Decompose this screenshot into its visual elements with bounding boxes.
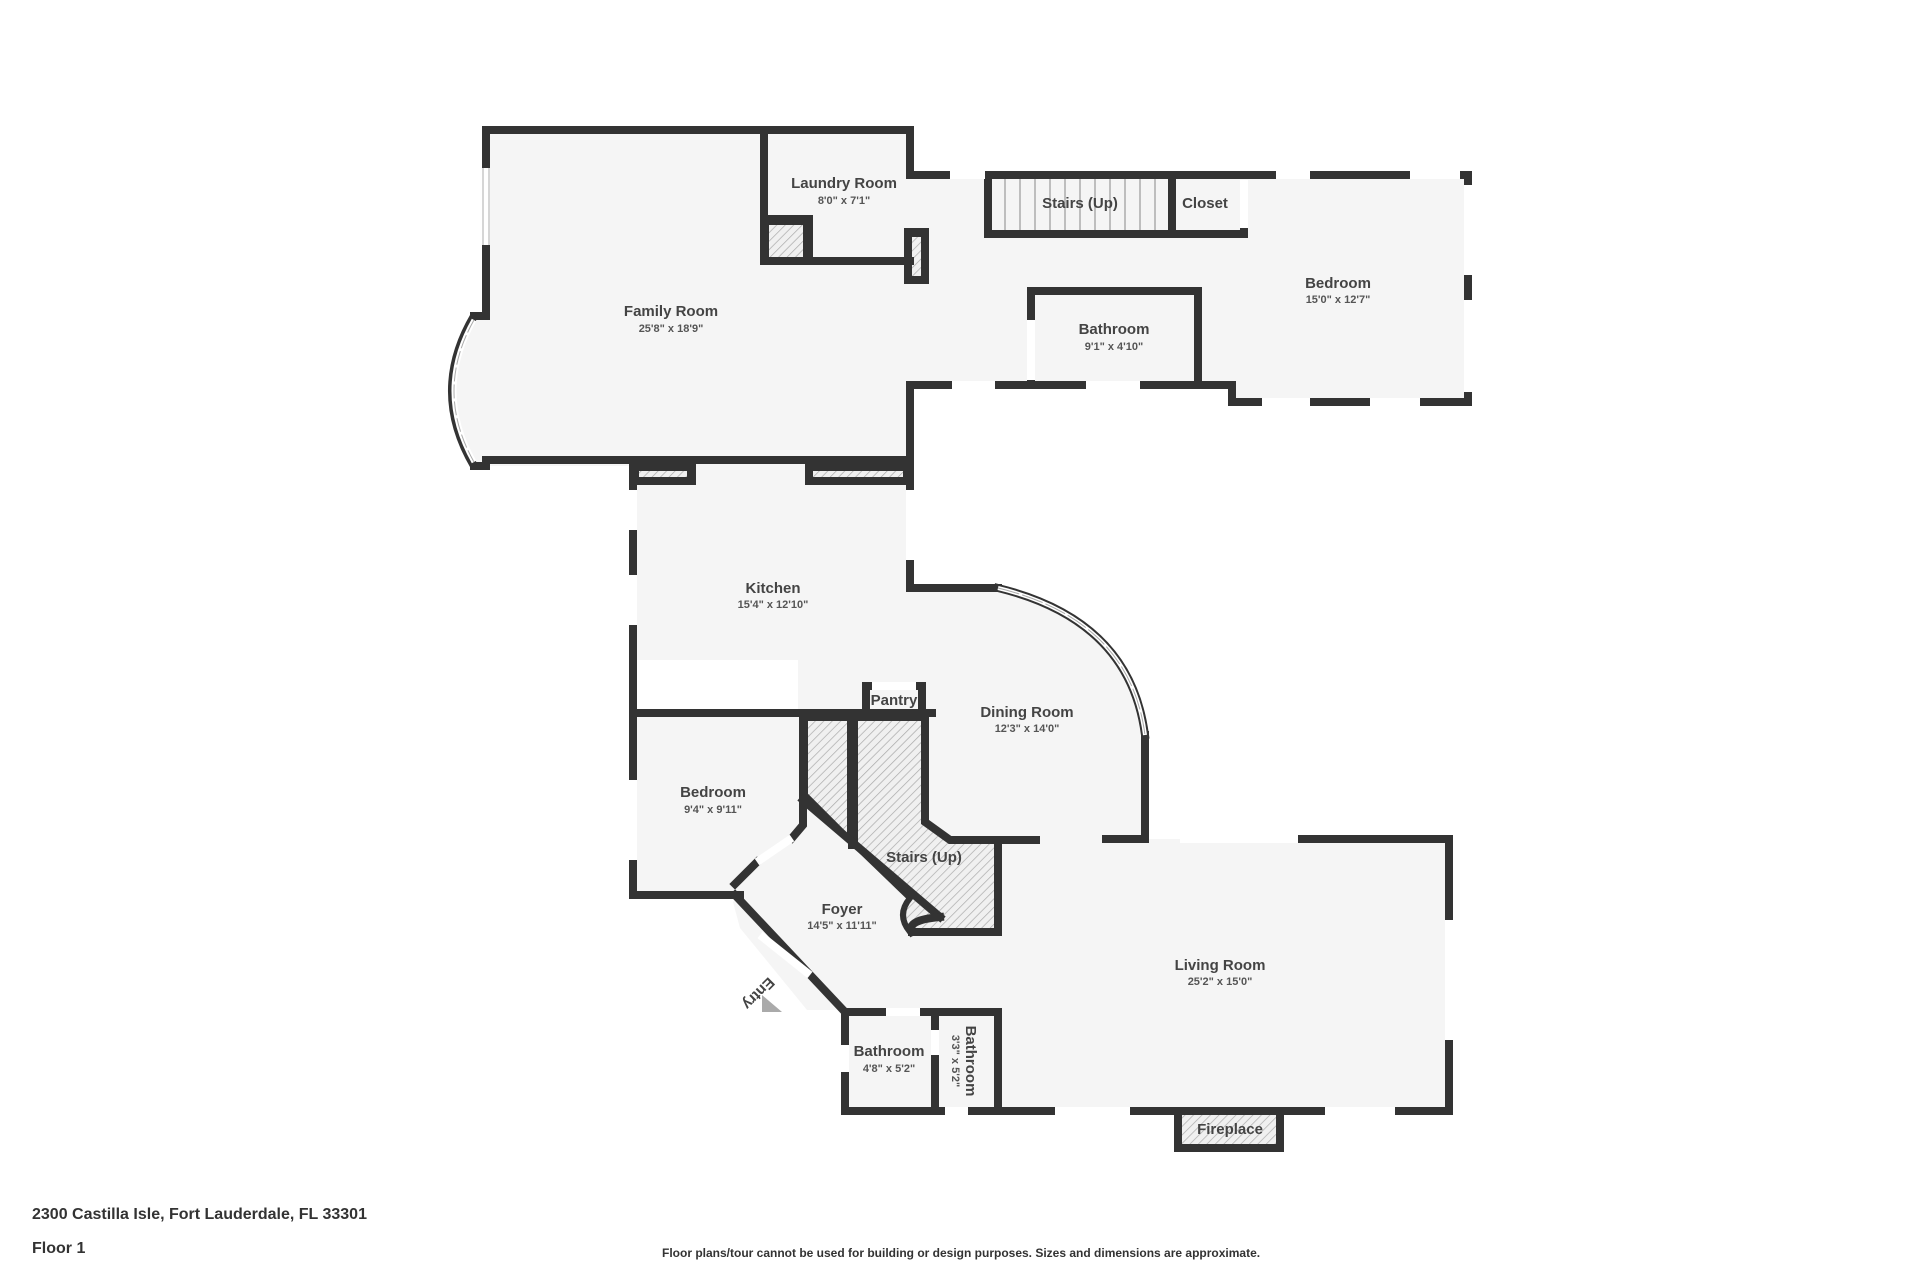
top-stairs: [990, 178, 1170, 233]
property-address: 2300 Castilla Isle, Fort Lauderdale, FL …: [32, 1206, 367, 1223]
windows: [448, 168, 1472, 1115]
foyer-dims: 14'5" x 11'11": [807, 920, 877, 932]
bedroom-east-name: Bedroom: [1305, 275, 1371, 292]
bathroom-small-a-dims: 4'8" x 5'2": [863, 1063, 915, 1075]
bathroom-upper-name: Bathroom: [1079, 321, 1150, 338]
floor-fills: [452, 130, 1468, 1151]
foyer-name: Foyer: [822, 901, 863, 918]
bedroom-west-dims: 9'4" x 9'11": [684, 804, 742, 816]
living-room-dims: 25'2" x 15'0": [1188, 976, 1253, 988]
bathroom-small-b-dims: 3'3" x 5'2": [949, 1035, 961, 1087]
kitchen-column-hatch-left: [633, 465, 693, 483]
fireplace-name: Fireplace: [1197, 1121, 1263, 1138]
pantry-name: Pantry: [871, 692, 918, 709]
laundry-room-name: Laundry Room: [791, 175, 897, 192]
laundry-column-hatch: [906, 231, 927, 282]
room-labels: Family Room 25'8" x 18'9" Laundry Room 8…: [624, 175, 1371, 1138]
bedroom-west-name: Bedroom: [680, 784, 746, 801]
bathroom-small-a-name: Bathroom: [854, 1043, 925, 1060]
closet-name: Closet: [1182, 195, 1228, 212]
top-stairs-name: Stairs (Up): [1042, 195, 1118, 212]
entry-arrow-icon: [762, 995, 782, 1012]
kitchen-dims: 15'4" x 12'10": [738, 599, 809, 611]
laundry-hatch: [763, 219, 809, 263]
living-room-name: Living Room: [1175, 957, 1266, 974]
foyer-stairs-name: Stairs (Up): [886, 849, 962, 866]
laundry-room-dims: 8'0" x 7'1": [818, 195, 870, 207]
kitchen-column-hatch-right: [807, 465, 909, 483]
bathroom-upper-dims: 9'1" x 4'10": [1085, 341, 1143, 353]
bedroom-east-dims: 15'0" x 12'7": [1306, 294, 1371, 306]
family-room-dims: 25'8" x 18'9": [639, 323, 704, 335]
disclaimer-text: Floor plans/tour cannot be used for buil…: [662, 1246, 1261, 1260]
family-room-name: Family Room: [624, 303, 718, 320]
bathroom-small-b-name: Bathroom: [962, 1026, 979, 1097]
floor-label: Floor 1: [32, 1240, 86, 1257]
dining-room-dims: 12'3" x 14'0": [995, 723, 1060, 735]
dining-room-name: Dining Room: [980, 704, 1073, 721]
kitchen-name: Kitchen: [745, 580, 800, 597]
